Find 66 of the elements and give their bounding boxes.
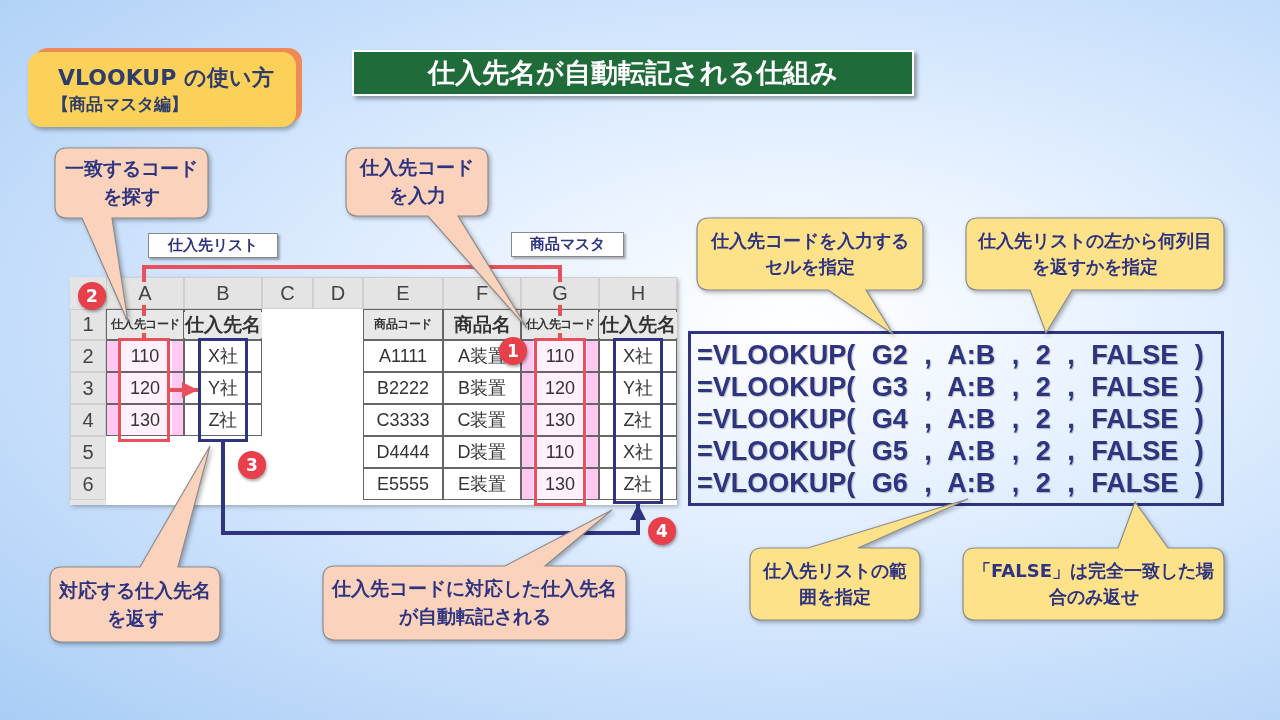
highlight-frame (198, 338, 248, 442)
header-cell: 4 (70, 404, 106, 436)
table-cell: E装置 (443, 468, 521, 500)
highlight-frame (613, 338, 663, 504)
callout-text: 仕入先リストの範囲を指定 (761, 558, 908, 609)
number-circle: 4 (648, 517, 676, 545)
callout-bubble (323, 510, 626, 640)
header-cell: H (599, 277, 677, 309)
callout-text: 「FALSE」は完全一致した場合のみ返せ (972, 558, 1215, 609)
table-cell: X社 (599, 436, 677, 468)
highlight-frame (534, 338, 586, 506)
callout-bubble (963, 502, 1224, 620)
callout-bubble (697, 218, 923, 334)
arrow (170, 382, 198, 398)
header-cell: 3 (70, 372, 106, 404)
header-cell: 5 (70, 436, 106, 468)
table-cell: C3333 (363, 404, 443, 436)
formula-text: =VLOOKUP( G2 , A:B , 2 , FALSE ) (697, 338, 1205, 371)
table-cell: 仕入先名 (184, 309, 262, 340)
table-cell: 仕入先名 (599, 309, 677, 340)
header-cell: 1 (70, 309, 106, 340)
callout-text: 仕入先コードを入力 (358, 155, 475, 208)
header-cell: 2 (70, 340, 106, 372)
callout-bubble (750, 499, 968, 620)
formula-text: =VLOOKUP( G3 , A:B , 2 , FALSE ) (697, 370, 1205, 403)
heading-text: VLOOKUP の使い方 (58, 64, 275, 92)
table-cell: A1111 (363, 340, 443, 372)
header-cell: 6 (70, 468, 106, 500)
callout-bubble (50, 446, 220, 642)
table-cell: D4444 (363, 436, 443, 468)
callout-text: 仕入先コードに対応した仕入先名が自動転記される (331, 576, 618, 629)
header-cell: E (363, 277, 443, 309)
table-cell: 110 (521, 436, 599, 468)
table-cell: 商品名 (443, 309, 521, 340)
formula-box (688, 331, 1224, 506)
table-cell: 130 (106, 404, 184, 436)
table-cell: B装置 (443, 372, 521, 404)
table-cell: 仕入先コード (521, 309, 599, 340)
highlight-frame (118, 338, 170, 442)
formula-text: =VLOOKUP( G6 , A:B , 2 , FALSE ) (697, 466, 1205, 499)
table-cell: 商品コード (363, 309, 443, 340)
table-cell: Z社 (599, 404, 677, 436)
title-banner: 仕入先名が自動転記される仕組み (352, 50, 914, 96)
callout-text: 対応する仕入先名を返す (58, 577, 212, 631)
callout-text: 仕入先コードを入力するセルを指定 (709, 228, 910, 279)
table-cell: B2222 (363, 372, 443, 404)
table-cell: 120 (521, 372, 599, 404)
table-cell: D装置 (443, 436, 521, 468)
table-cell: 130 (521, 404, 599, 436)
table-cell: 130 (521, 468, 599, 500)
table-cell: Z社 (184, 404, 262, 436)
formula-text: =VLOOKUP( G5 , A:B , 2 , FALSE ) (697, 434, 1205, 467)
table-cell: Y社 (599, 372, 677, 404)
header-cell: D (313, 277, 363, 309)
callout-text: 一致するコードを探す (64, 156, 199, 209)
sheet-label: 商品マスタ (511, 232, 624, 257)
callout-text: 仕入先リストの左から何列目を返すかを指定 (976, 228, 1213, 279)
header-cell: B (184, 277, 262, 309)
header-cell: G (521, 277, 599, 309)
subheading-text: 【商品マスタ編】 (52, 93, 189, 116)
formula-text: =VLOOKUP( G4 , A:B , 2 , FALSE ) (697, 402, 1205, 435)
sheet-label: 仕入先リスト (148, 233, 278, 258)
table-cell: E5555 (363, 468, 443, 500)
header-cell: C (262, 277, 313, 309)
table-cell: C装置 (443, 404, 521, 436)
callout-bubble (966, 218, 1224, 333)
